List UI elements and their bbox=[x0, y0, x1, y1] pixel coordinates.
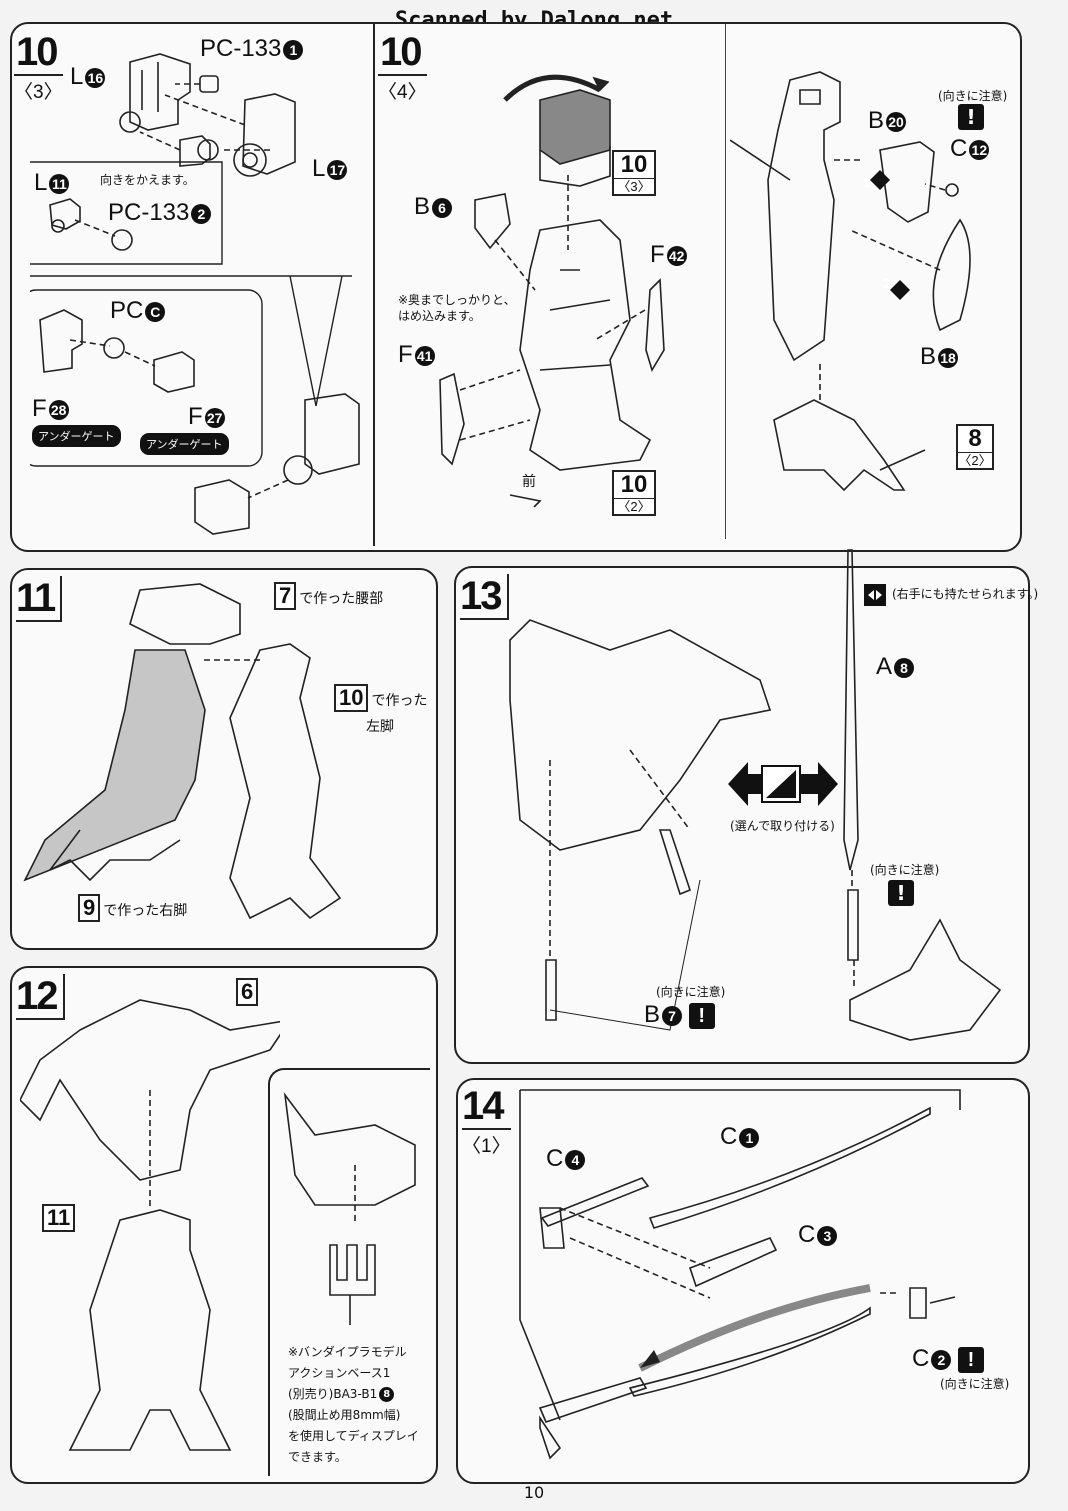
step-12-panel bbox=[10, 966, 438, 1484]
action-base-inset bbox=[268, 1068, 430, 1476]
weapon-attach-illustration bbox=[509, 549, 1002, 1041]
choose-attach-note: (選んで取り付ける) bbox=[730, 819, 835, 833]
divider bbox=[373, 24, 375, 546]
step-number: 10 bbox=[380, 30, 422, 74]
under-gate-badge: アンダーゲート bbox=[140, 433, 229, 455]
step-number: 10 bbox=[16, 30, 58, 74]
reference-step-box: 10〈3〉 bbox=[612, 150, 656, 196]
step-number: 14 bbox=[462, 1084, 504, 1128]
caution-note: (向きに注意) bbox=[938, 89, 1008, 103]
step-number: 13 bbox=[460, 574, 509, 620]
page-number: 10 bbox=[523, 1483, 545, 1502]
ref-step-11-box: 11 bbox=[42, 1204, 78, 1232]
reference-step-box: 8〈2〉 bbox=[956, 424, 994, 470]
caution-note: (向きに注意) bbox=[656, 985, 726, 999]
caution-note: (向きに注意) bbox=[870, 863, 940, 877]
reference-step-box: 10〈2〉 bbox=[612, 470, 656, 516]
action-base-illustration bbox=[283, 1092, 416, 1325]
divider bbox=[725, 24, 726, 539]
step-number: 12 bbox=[16, 974, 65, 1020]
leg-detail-illustration bbox=[730, 71, 971, 492]
step-11-panel bbox=[10, 568, 438, 950]
order-arrow-1: 1 bbox=[862, 176, 872, 190]
substep-number: 〈3〉 bbox=[14, 74, 63, 104]
under-gate-badge: アンダーゲート bbox=[32, 425, 121, 447]
step-number: 11 bbox=[16, 576, 63, 622]
note-press-in: ※奥までしっかりと、はめ込みます。 bbox=[398, 293, 516, 323]
parts-illustration-10-3 bbox=[30, 53, 360, 535]
ref-step-6-box: 6 bbox=[236, 978, 261, 1006]
caution-note: (向きに注意) bbox=[940, 1377, 1010, 1391]
front-direction-label: 前 bbox=[522, 474, 536, 490]
caution-icon: ! bbox=[958, 104, 984, 130]
sword-assembly-illustration bbox=[519, 1089, 961, 1460]
order-arrow-2: 2 bbox=[882, 277, 892, 291]
legs-assembly-illustration bbox=[23, 583, 342, 920]
substep-number: 〈1〉 bbox=[462, 1128, 511, 1158]
substep-number: 〈4〉 bbox=[378, 74, 427, 104]
leg-assembly-illustration-10-4 bbox=[439, 74, 665, 508]
caution-icon: ! bbox=[888, 880, 914, 906]
torso-to-legs-illustration bbox=[20, 999, 280, 1451]
note-change-direction: 向きをかえます。 bbox=[100, 173, 195, 187]
right-hand-note: (右手にも持たせられます。) bbox=[892, 587, 1039, 601]
